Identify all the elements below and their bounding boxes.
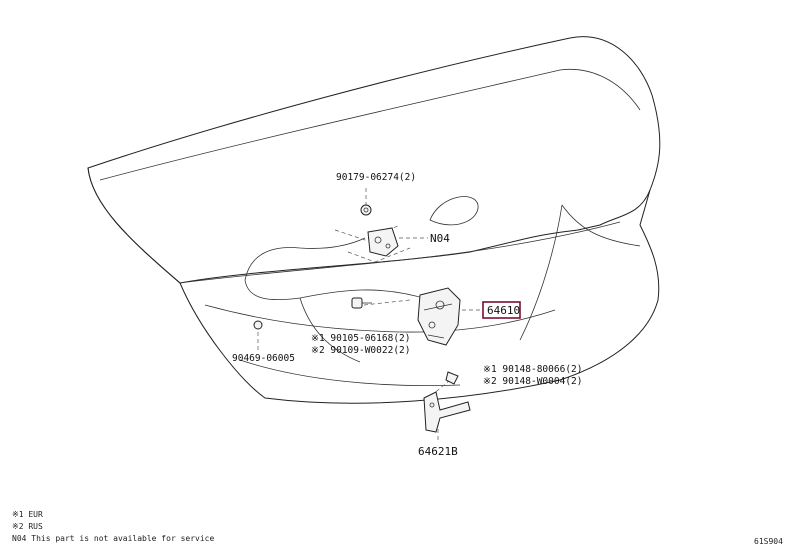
leader-lines [257,188,484,440]
opener-cable [244,237,431,363]
callout-n04[interactable]: N04 [430,232,450,245]
bolt-left [351,297,372,309]
callout-64610[interactable]: 64610 [487,304,520,317]
highlight-box [482,301,521,319]
callout-clip-top[interactable]: 90179-06274(2) [336,172,416,183]
callout-grommet[interactable]: 90469-06005 [232,353,295,364]
callout-bolt-left-2[interactable]: ※2 90109-W0022(2) [311,345,410,356]
grommet-part [253,320,263,330]
note-eur: ※1 EUR [12,510,43,519]
note-rus: ※2 RUS [12,522,43,531]
bolt-right [445,371,459,385]
figure-id: 61S904 [754,537,783,546]
latch-bracket-n04 [367,227,399,257]
callout-bolt-left-1[interactable]: ※1 90105-06168(2) [311,333,410,344]
clip-part [360,204,372,216]
trunk-lid-outline [87,36,661,404]
callout-64621b[interactable]: 64621B [418,445,458,458]
callout-bolt-right-1[interactable]: ※1 90148-80066(2) [483,364,582,375]
note-n04: N04 This part is not available for servi… [12,534,214,543]
callout-bolt-right-2[interactable]: ※2 90148-W0004(2) [483,376,582,387]
lock-assembly [417,287,461,346]
handle-bracket [423,391,471,433]
